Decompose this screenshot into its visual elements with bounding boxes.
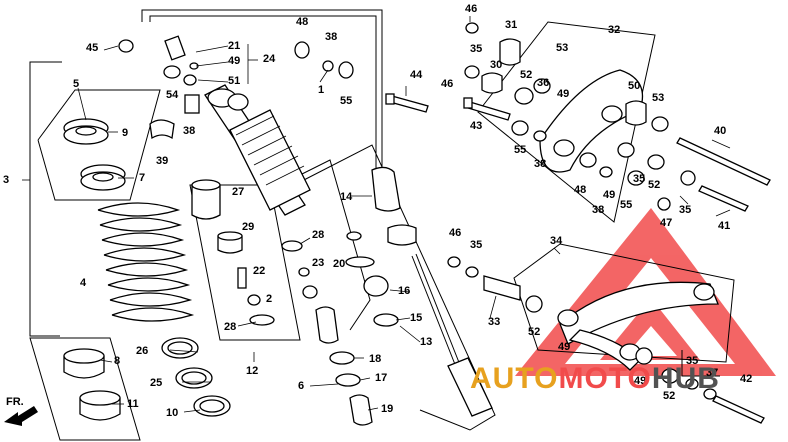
callout-label: 19 [381,403,394,415]
callout-label: 53 [556,42,569,54]
callout-label: 1 [318,84,325,96]
lower-link-rod [447,256,719,400]
leader-lines [22,16,731,413]
upper-rocker-arm [464,22,696,211]
callout-label: 18 [369,353,382,365]
callout-label: 12 [246,365,259,377]
piston-rod-assembly [298,166,493,426]
callout-label: 52 [648,179,661,191]
callout-label: 52 [520,69,533,81]
group-outlines [29,9,735,441]
reservoir-parts [191,179,303,326]
callout-label: 38 [183,125,196,137]
callout-label: 48 [574,184,587,196]
callout-label: 17 [375,372,388,384]
callout-label: 39 [156,155,169,167]
callout-label: 41 [718,220,731,232]
callout-label: 37 [706,367,719,379]
callout-label: 35 [470,43,483,55]
callout-label: 50 [628,80,641,92]
watermark-text: AUTOMOTOHUB [470,362,720,395]
callout-label: 54 [166,89,179,101]
callout-label: 55 [340,95,353,107]
callout-label: 49 [634,375,647,387]
callout-label: 52 [528,326,541,338]
callout-label: 32 [608,24,621,36]
callout-label: 35 [686,355,699,367]
callout-label: 16 [398,285,411,297]
callout-label: 20 [333,258,346,270]
callout-label: 11 [127,398,139,410]
callout-label: 42 [740,373,753,385]
callout-label: 46 [465,3,478,15]
callout-label: 47 [660,217,673,229]
callout-label: 9 [122,127,129,139]
damper-body [204,84,311,216]
callout-label: 31 [505,19,518,31]
callout-label: 26 [136,345,149,357]
callout-label: 44 [410,69,423,81]
callout-label: 13 [420,336,433,348]
callout-label: 46 [449,227,462,239]
callout-label: 48 [296,16,309,28]
callout-label: 51 [228,75,241,87]
callout-label: 35 [633,173,646,185]
callout-label: 3 [3,174,10,186]
callout-label: 10 [166,407,179,419]
callout-label: 6 [298,380,305,392]
callout-label: 38 [325,31,338,43]
callout-label: 34 [550,235,563,247]
callout-label: 55 [514,144,527,156]
callout-label: 49 [557,88,570,100]
callout-label: 49 [603,189,616,201]
callout-label: 33 [488,316,501,328]
callout-label: 8 [114,355,121,367]
callout-label: 35 [470,239,483,251]
callout-label: 40 [714,125,727,137]
callout-label: 23 [312,257,325,269]
callout-label: 52 [663,390,676,402]
callout-label: 45 [86,42,99,54]
damper-top-parts [163,35,354,114]
bump-rubbers-and-rings [63,337,231,421]
callout-label: 53 [652,92,665,104]
callout-label: 38 [592,204,605,216]
callout-label: 35 [679,204,692,216]
callout-label: 24 [263,53,276,65]
callout-label: 5 [73,78,80,90]
callout-label: 21 [228,40,241,52]
callout-label: 28 [312,229,325,241]
spring-coil [97,202,195,322]
callout-label: 49 [558,341,571,353]
callout-label: 27 [232,186,245,198]
callout-label: 29 [242,221,255,233]
callout-label: 36 [537,77,550,89]
front-direction-label: FR. [6,396,24,408]
front-direction-arrow [4,406,38,426]
spring-nuts [63,118,175,191]
callout-label: 22 [253,265,266,277]
callout-label: 15 [410,312,423,324]
callout-label: 43 [470,120,483,132]
callout-label: 2 [266,293,273,305]
callout-label: 55 [620,199,633,211]
callout-label: 30 [490,59,503,71]
callout-label: 46 [441,78,454,90]
callout-label: 38 [534,158,547,170]
callout-label: 14 [340,191,353,203]
bolts [118,39,771,424]
callout-label: 7 [139,172,146,184]
callout-label: 4 [80,277,87,289]
callout-label: 28 [224,321,237,333]
callout-label: 25 [150,377,163,389]
callout-label: 49 [228,55,241,67]
